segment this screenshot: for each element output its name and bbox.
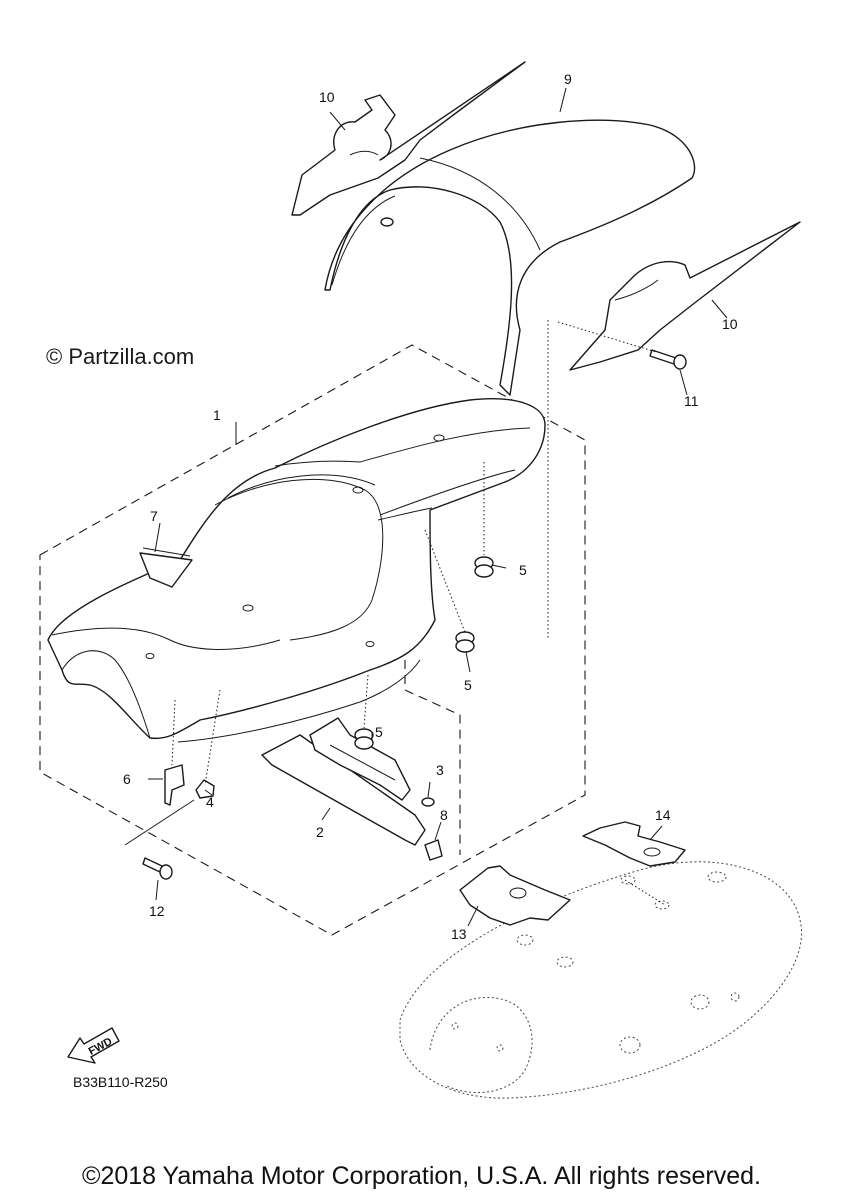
seat-hook [164,764,185,806]
seat-bracket-front [459,865,571,926]
callout-10-right: 10 [722,316,738,332]
copyright-notice: ©2018 Yamaha Motor Corporation, U.S.A. A… [82,1162,761,1190]
callout-12: 12 [149,903,165,919]
callout-7: 7 [150,508,158,524]
rear-fender [399,861,802,1099]
screw [142,857,173,880]
collar [424,839,443,861]
callout-14: 14 [655,807,671,823]
caution-label [139,547,193,588]
partzilla-watermark: © Partzilla.com [46,344,195,369]
callout-13: 13 [451,926,467,942]
side-cover-left [291,61,526,216]
callout-2: 2 [316,824,324,840]
washer [421,797,435,807]
callout-5-upper: 5 [519,562,527,578]
assembly-boundary [39,344,586,936]
bolt [649,349,687,370]
callout-5-middle: 5 [464,677,472,693]
seat-cowl [324,119,696,396]
callout-10-left: 10 [319,89,335,105]
damper-upper [474,556,494,578]
seat-bracket-rear [582,821,686,867]
callout-1: 1 [213,407,221,423]
callout-6: 6 [123,771,131,787]
seat-bracket-plate [261,717,426,846]
callout-11: 11 [684,393,699,409]
reference-code: B33B110-R250 [73,1074,168,1090]
fwd-arrow-icon: FWD [67,1027,120,1064]
callout-5-lower: 5 [375,724,383,740]
seat [47,398,546,743]
damper-lower [354,728,374,750]
callout-9: 9 [564,71,572,87]
callout-3: 3 [436,762,444,778]
callout-4: 4 [206,794,214,810]
damper-middle [455,631,475,653]
side-cover-right [569,221,801,371]
fwd-label: FWD [87,1036,115,1058]
callout-8: 8 [440,807,448,823]
